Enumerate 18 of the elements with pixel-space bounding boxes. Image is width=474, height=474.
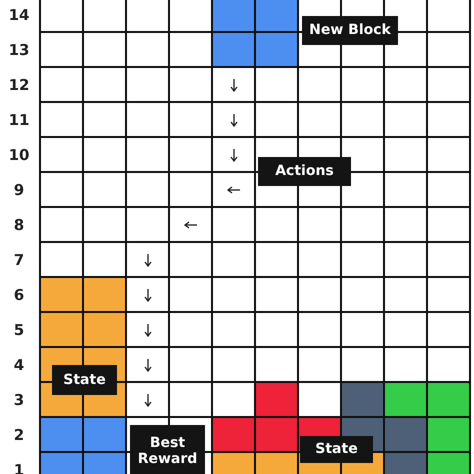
callout-label: Actions xyxy=(258,157,351,186)
row-number: 8 xyxy=(12,216,26,234)
row-number: 14 xyxy=(8,6,30,24)
callout-label: State xyxy=(52,365,117,395)
row-number: 3 xyxy=(12,390,26,408)
row-number: 6 xyxy=(12,286,26,304)
row-number: 2 xyxy=(12,426,26,444)
callout-label: Best Reward xyxy=(130,425,205,474)
callout-label: State xyxy=(300,436,373,463)
row-number: 4 xyxy=(12,356,26,374)
row-number: 11 xyxy=(8,110,30,128)
row-number: 9 xyxy=(12,180,26,198)
row-number: 13 xyxy=(8,40,30,58)
row-number: 12 xyxy=(8,76,30,94)
row-number: 7 xyxy=(12,250,26,268)
row-number: 10 xyxy=(8,146,30,164)
row-number: 5 xyxy=(12,320,26,338)
callout-label: New Block xyxy=(302,16,398,45)
